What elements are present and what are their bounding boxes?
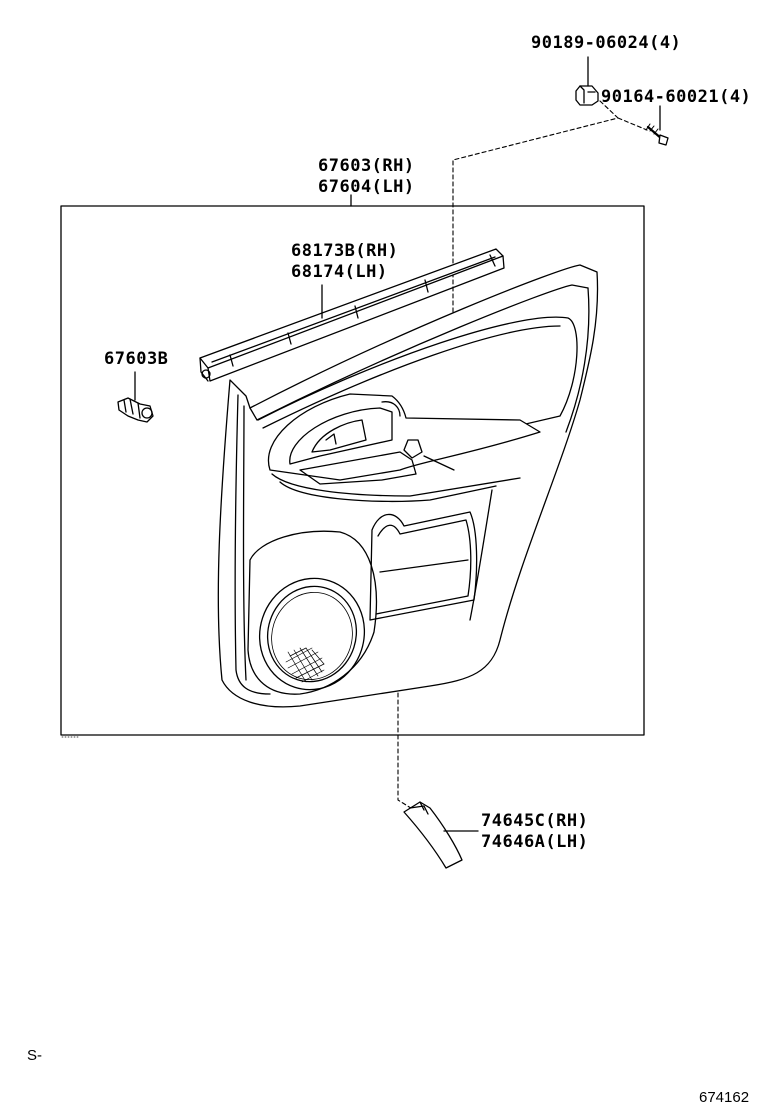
assembly-frame [60,205,645,736]
clip-90189 [575,85,599,106]
door-panel [217,264,599,708]
label-74646a-lh: 74646A(LH) [481,832,589,852]
speaker-mesh [285,647,325,683]
footer-left-code: S- [27,1047,42,1064]
label-74645c-rh: 74645C(RH) [481,811,589,831]
clip-67603b [117,397,154,423]
label-90164: 90164-60021(4) [601,87,752,107]
label-68173b-rh: 68173B(RH) [291,241,399,261]
label-68174-lh: 68174(LH) [291,262,388,282]
figure-number: 674162 [699,1089,750,1106]
label-67604-lh: 67604(LH) [318,177,415,197]
screw-90164 [645,123,669,146]
label-67603-rh: 67603(RH) [318,156,415,176]
label-67603b: 67603B [104,349,169,369]
label-90189: 90189-06024(4) [531,33,682,53]
weatherstrip-68173b [199,248,505,382]
trim-74645c [403,801,463,869]
